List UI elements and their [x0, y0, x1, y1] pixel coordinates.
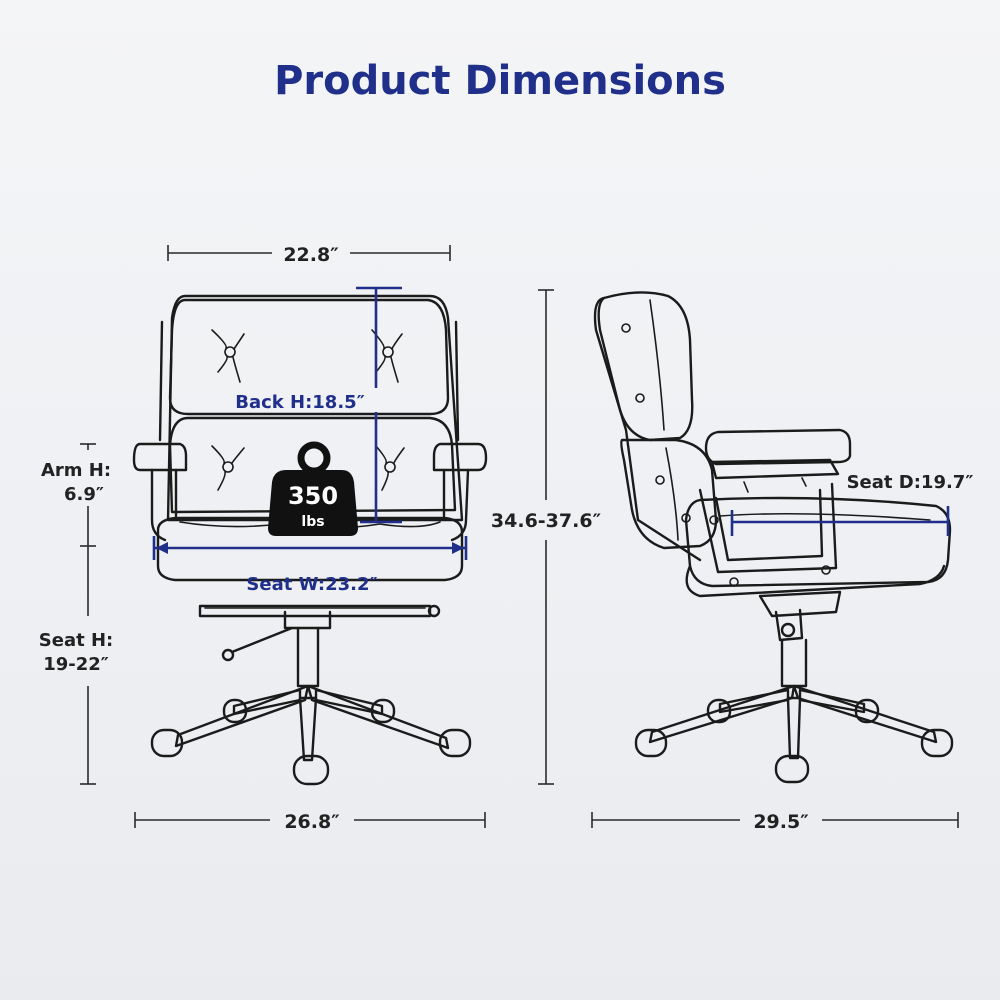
kettlebell-weight-icon: 350 lbs [268, 441, 358, 536]
seat-width-label: Seat W:23.2″ [246, 574, 377, 595]
seat-height-value: 19-22″ [43, 654, 109, 675]
arm-height-label: Arm H: [41, 460, 111, 481]
overall-height-label: 34.6-37.6″ [491, 510, 602, 532]
back-width-dimension: 22.8″ [167, 244, 451, 266]
back-height-label: Back H:18.5″ [235, 392, 365, 413]
caster-wheels [150, 698, 472, 786]
front-chair-illustration [132, 294, 488, 786]
seat-height-dimension: Seat H: 19-22″ [39, 546, 113, 785]
seat-depth-dimension: Seat D:19.7″ [730, 472, 974, 536]
weight-value: 350 [288, 482, 338, 510]
arm-height-value: 6.9″ [64, 484, 104, 505]
back-height-dimension: Back H:18.5″ [235, 286, 402, 524]
arm-height-dimension: Arm H: 6.9″ [41, 443, 111, 547]
side-chair-illustration [593, 291, 954, 784]
seat-width-dimension: Seat W:23.2″ [152, 536, 468, 595]
seat-depth-label: Seat D:19.7″ [847, 472, 974, 493]
base-width-label: 26.8″ [284, 811, 340, 833]
overall-height-dimension: 34.6-37.6″ [491, 289, 602, 785]
base-width-dimension: 26.8″ [134, 811, 486, 833]
base-depth-dimension: 29.5″ [591, 811, 959, 833]
back-width-label: 22.8″ [283, 244, 339, 266]
side-caster-wheels [634, 698, 954, 784]
weight-unit: lbs [301, 514, 324, 530]
seat-height-label: Seat H: [39, 630, 113, 651]
page-title: Product Dimensions [274, 58, 726, 104]
base-depth-label: 29.5″ [753, 811, 809, 833]
